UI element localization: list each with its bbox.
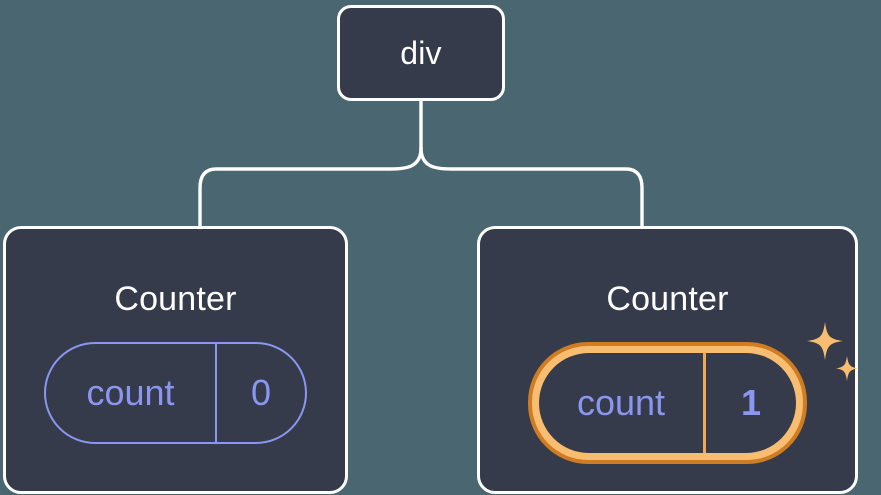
node-root-label: div	[400, 35, 442, 71]
counter-left-state-key: count	[86, 372, 175, 413]
counter-left-title: Counter	[114, 280, 237, 318]
counter-right-state-divider	[703, 353, 706, 453]
edge-root-to-counter-left	[198, 146, 423, 228]
sparkle-group	[807, 322, 858, 381]
node-counter-left[interactable]: Counter count 0	[3, 226, 348, 494]
counter-left-state-wrap: count 0	[44, 342, 307, 444]
counter-right-state-pill-ring: count 1	[532, 346, 803, 460]
counter-right-state-wrap: count 1	[528, 322, 858, 464]
counter-right-state-pill: count 1	[539, 353, 796, 453]
counter-right-state-key: count	[576, 382, 666, 423]
counter-right-state-pill-highlight[interactable]: count 1	[528, 342, 807, 464]
node-counter-right[interactable]: Counter count 1	[477, 226, 858, 494]
counter-left-state-value: 0	[250, 372, 272, 413]
counter-right-state-value: 1	[740, 382, 762, 423]
counter-left-state-pill[interactable]: count 0	[44, 342, 307, 444]
edge-root-to-counter-right	[419, 146, 644, 228]
node-root-div[interactable]: div	[337, 5, 505, 101]
counter-left-state-divider	[215, 344, 217, 442]
sparkle-small-icon	[836, 356, 858, 381]
counter-right-title: Counter	[606, 280, 729, 318]
sparkle-large-icon	[807, 322, 843, 360]
